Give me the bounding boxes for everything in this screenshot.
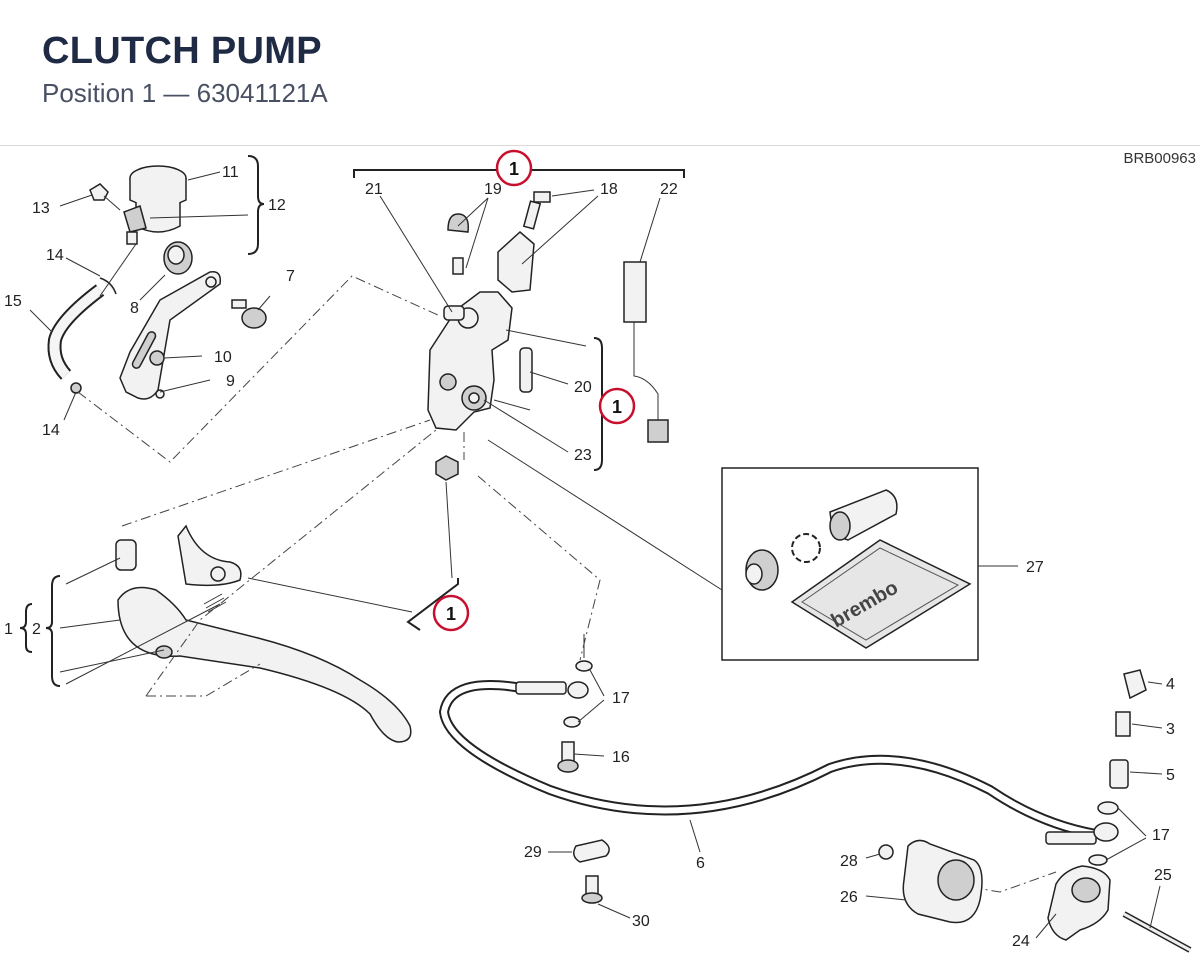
label-23: 23	[574, 447, 592, 464]
assembly-guide-lines	[77, 275, 1057, 893]
label-29: 29	[524, 844, 542, 861]
hose-clip	[548, 839, 631, 919]
label-1-left: 1	[4, 621, 13, 638]
callout-top-label: 1	[509, 159, 519, 179]
label-8: 8	[130, 300, 139, 317]
label-21: 21	[365, 181, 383, 198]
label-26: 26	[840, 889, 858, 906]
label-24: 24	[1012, 933, 1030, 950]
label-14-top: 14	[46, 247, 64, 264]
callout-right-label: 1	[612, 397, 622, 417]
label-17-center: 17	[612, 690, 630, 707]
label-9: 9	[226, 373, 235, 390]
lever-assembly	[19, 524, 459, 743]
label-22: 22	[660, 181, 678, 198]
page-title: CLUTCH PUMP	[42, 30, 322, 72]
label-2: 2	[32, 621, 41, 638]
callout-lever-circle	[432, 594, 470, 632]
label-28: 28	[840, 853, 858, 870]
label-11: 11	[222, 164, 239, 181]
repair-kit-box: brembo	[487, 439, 1018, 661]
label-4: 4	[1166, 676, 1175, 693]
clutch-hose-assembly	[438, 634, 1163, 866]
label-27: 27	[1026, 559, 1044, 576]
label-10: 10	[214, 349, 232, 366]
label-6: 6	[696, 855, 705, 872]
label-12: 12	[268, 197, 286, 214]
label-5: 5	[1166, 767, 1175, 784]
label-18: 18	[600, 181, 618, 198]
callout-top-circle	[495, 149, 533, 187]
label-20: 20	[574, 379, 592, 396]
label-17-right: 17	[1152, 827, 1170, 844]
label-25: 25	[1154, 867, 1172, 884]
label-7: 7	[286, 268, 295, 285]
callout-lever-label: 1	[446, 604, 456, 624]
diagram-reference: BRB00963	[1123, 150, 1196, 167]
label-3: 3	[1166, 721, 1175, 738]
label-15: 15	[4, 293, 22, 310]
position-1-callouts: 1 1 1	[432, 149, 636, 632]
label-19: 19	[484, 181, 502, 198]
label-30: 30	[632, 913, 650, 930]
label-16: 16	[612, 749, 630, 766]
callout-right-circle	[598, 387, 636, 425]
label-13: 13	[32, 200, 50, 217]
slave-cylinder-assembly	[865, 839, 1192, 953]
part-number-labels: 11 12 13 14 8 7 15 10 9 14 21 19 18 22 2…	[4, 164, 1175, 950]
label-14-bottom: 14	[42, 422, 60, 439]
reservoir-assembly	[29, 155, 271, 421]
page-header: CLUTCH PUMP Position 1 — 63041121A	[0, 0, 1200, 146]
clutch-switch	[623, 261, 669, 443]
page-subtitle: Position 1 — 63041121A	[42, 78, 328, 108]
